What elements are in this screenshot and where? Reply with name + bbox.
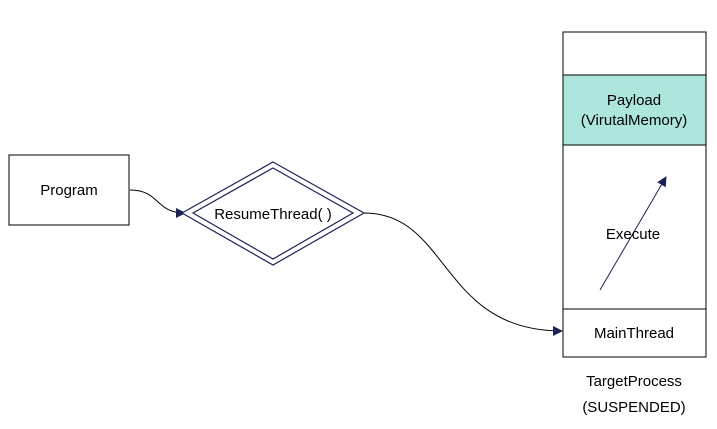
target-process-caption-line1: TargetProcess — [586, 373, 682, 390]
payload-label-line2: (VirutalMemory) — [581, 112, 687, 129]
program-box — [8, 154, 130, 226]
main-thread-box — [562, 308, 707, 358]
payload-box — [562, 74, 707, 146]
payload-cell[interactable]: Payload (VirutalMemory) — [562, 74, 707, 146]
target-process-stack: Payload (VirutalMemory) Execute MainThre… — [562, 31, 707, 358]
main-thread-label: MainThread — [594, 325, 674, 342]
program-label: Program — [40, 182, 98, 199]
main-thread-cell[interactable]: MainThread — [562, 308, 707, 358]
target-process-top-cell — [562, 31, 707, 76]
execute-cell[interactable]: Execute — [562, 144, 707, 310]
connector-program-to-resume — [129, 189, 186, 218]
execute-label: Execute — [606, 226, 660, 243]
program-node[interactable]: Program — [8, 154, 130, 226]
target-process-caption-line2: (SUSPENDED) — [582, 399, 685, 416]
resume-thread-node[interactable]: ResumeThread( ) — [180, 161, 366, 266]
execute-arrow — [599, 176, 667, 291]
resume-thread-label: ResumeThread( ) — [214, 206, 332, 223]
resume-thread-diamond-inner — [191, 167, 355, 260]
connector-resume-to-mainthread — [363, 212, 563, 336]
payload-label-line1: Payload — [607, 92, 661, 109]
